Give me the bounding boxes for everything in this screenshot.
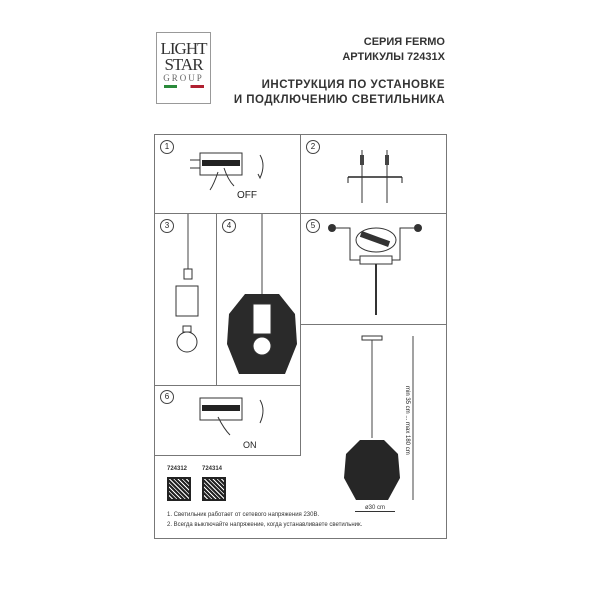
step-4-number: 4 <box>222 219 236 233</box>
article-numbers: АРТИКУЛЫ 72431X <box>342 51 445 63</box>
divider <box>154 455 301 456</box>
step-5-number: 5 <box>306 219 320 233</box>
qr-code-724314[interactable] <box>202 477 226 501</box>
mounting-bracket-illustration <box>347 150 403 203</box>
title-line-2: И ПОДКЛЮЧЕНИЮ СВЕТИЛЬНИКА <box>233 94 445 106</box>
step-6-number: 6 <box>160 390 174 404</box>
circuit-breaker-on-illustration <box>199 397 264 436</box>
divider <box>216 213 217 385</box>
divider <box>300 324 447 325</box>
assembled-pendant-illustration <box>344 335 414 500</box>
note-2: 2. Всегда выключайте напряжение, когда у… <box>167 522 363 528</box>
step-3-number: 3 <box>160 219 174 233</box>
canopy-mounting-illustration <box>328 224 422 315</box>
height-dimension: min 35 cm ... max 180 cm <box>404 385 410 455</box>
divider <box>300 213 301 455</box>
on-label: ON <box>243 440 257 450</box>
lightstar-logo: LIGHT STAR GROUP <box>156 32 211 104</box>
note-1: 1. Светильник работает от сетевого напря… <box>167 512 320 518</box>
qr-code-724312[interactable] <box>167 477 191 501</box>
socket-bulb-illustration <box>175 214 199 353</box>
series-name: СЕРИЯ FERMO <box>363 36 445 48</box>
diameter-dimension: ø30 cm <box>355 505 395 512</box>
divider <box>154 385 301 386</box>
logo-text-1: LIGHT <box>160 39 208 58</box>
step-2-number: 2 <box>306 140 320 154</box>
italian-flag-icon <box>163 85 204 88</box>
qr-label-2: 724314 <box>202 466 223 472</box>
logo-text-3: GROUP <box>163 73 204 83</box>
off-label: OFF <box>237 190 257 201</box>
logo-text-2: STAR <box>164 55 203 74</box>
circuit-breaker-off-illustration <box>190 152 264 191</box>
step-1-number: 1 <box>160 140 174 154</box>
shade-assembly-illustration <box>227 214 297 374</box>
qr-label-1: 724312 <box>167 466 188 472</box>
title-line-1: ИНСТРУКЦИЯ ПО УСТАНОВКЕ <box>261 79 445 91</box>
series-info: СЕРИЯ FERMO АРТИКУЛЫ 72431X <box>342 35 445 65</box>
document-title: ИНСТРУКЦИЯ ПО УСТАНОВКЕ И ПОДКЛЮЧЕНИЮ СВ… <box>234 78 445 108</box>
